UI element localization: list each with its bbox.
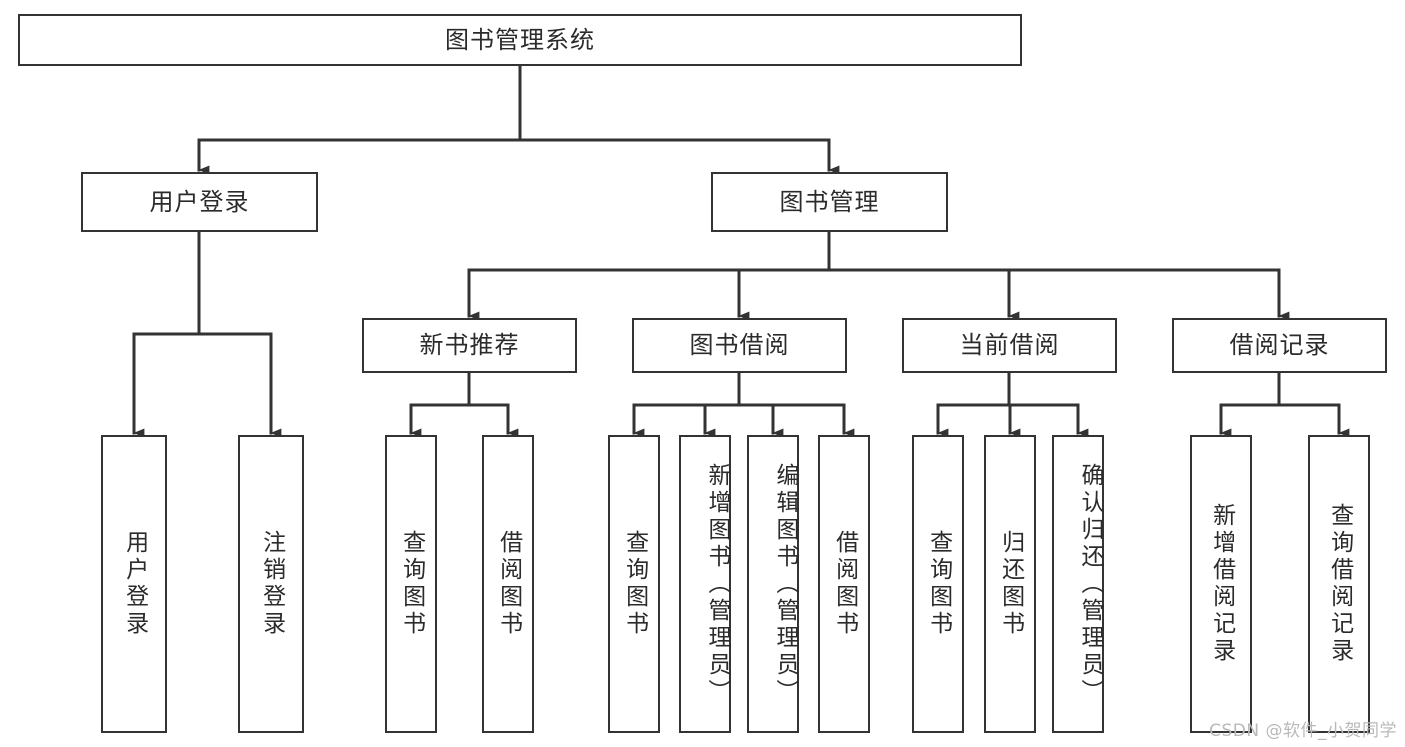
node-leaf-borrow-book-2[interactable]: 借阅图书 bbox=[818, 435, 870, 733]
node-root[interactable]: 图书管理系统 bbox=[18, 14, 1022, 66]
node-borrow-record[interactable]: 借阅记录 bbox=[1172, 318, 1387, 373]
node-leaf-borrow-book-2-label: 借阅图书 bbox=[831, 530, 858, 638]
node-leaf-query-book-1[interactable]: 查询图书 bbox=[385, 435, 437, 733]
node-leaf-confirm-return-label: 确认归还（管理员） bbox=[1077, 462, 1103, 706]
node-leaf-borrow-book-1-label: 借阅图书 bbox=[495, 530, 522, 638]
node-root-label: 图书管理系统 bbox=[445, 25, 595, 54]
node-leaf-query-book-2[interactable]: 查询图书 bbox=[608, 435, 660, 733]
node-user-login-label: 用户登录 bbox=[149, 187, 250, 216]
node-leaf-edit-book[interactable]: 编辑图书（管理员） bbox=[747, 435, 799, 733]
node-leaf-query-book-3[interactable]: 查询图书 bbox=[912, 435, 964, 733]
node-leaf-return-book[interactable]: 归还图书 bbox=[984, 435, 1036, 733]
node-leaf-query-book-2-label: 查询图书 bbox=[621, 530, 648, 638]
node-leaf-query-book-3-label: 查询图书 bbox=[925, 530, 952, 638]
node-leaf-user-login-label: 用户登录 bbox=[121, 530, 148, 638]
node-book-borrow-label: 图书借阅 bbox=[689, 331, 790, 360]
node-leaf-add-record-label: 新增借阅记录 bbox=[1208, 503, 1235, 665]
node-leaf-add-record[interactable]: 新增借阅记录 bbox=[1190, 435, 1252, 733]
node-leaf-query-record[interactable]: 查询借阅记录 bbox=[1308, 435, 1370, 733]
node-book-manage[interactable]: 图书管理 bbox=[711, 172, 948, 232]
node-leaf-query-book-1-label: 查询图书 bbox=[398, 530, 425, 638]
node-current-borrow-label: 当前借阅 bbox=[959, 331, 1060, 360]
watermark: CSDN @软件_小贺同学 bbox=[1209, 721, 1397, 741]
node-current-borrow[interactable]: 当前借阅 bbox=[902, 318, 1117, 373]
node-new-book-recommend[interactable]: 新书推荐 bbox=[362, 318, 577, 373]
node-leaf-user-login[interactable]: 用户登录 bbox=[101, 435, 167, 733]
node-leaf-confirm-return[interactable]: 确认归还（管理员） bbox=[1052, 435, 1104, 733]
node-leaf-add-book-label: 新增图书（管理员） bbox=[704, 462, 730, 706]
node-leaf-query-record-label: 查询借阅记录 bbox=[1326, 503, 1353, 665]
node-book-borrow[interactable]: 图书借阅 bbox=[632, 318, 847, 373]
node-leaf-user-logout-label: 注销登录 bbox=[258, 530, 285, 638]
node-leaf-user-logout[interactable]: 注销登录 bbox=[238, 435, 304, 733]
node-leaf-borrow-book-1[interactable]: 借阅图书 bbox=[482, 435, 534, 733]
node-leaf-edit-book-label: 编辑图书（管理员） bbox=[772, 462, 798, 706]
node-book-manage-label: 图书管理 bbox=[779, 187, 880, 216]
node-leaf-return-book-label: 归还图书 bbox=[997, 530, 1024, 638]
node-user-login[interactable]: 用户登录 bbox=[81, 172, 318, 232]
node-borrow-record-label: 借阅记录 bbox=[1229, 331, 1330, 360]
node-new-book-recommend-label: 新书推荐 bbox=[419, 331, 520, 360]
node-leaf-add-book[interactable]: 新增图书（管理员） bbox=[679, 435, 731, 733]
